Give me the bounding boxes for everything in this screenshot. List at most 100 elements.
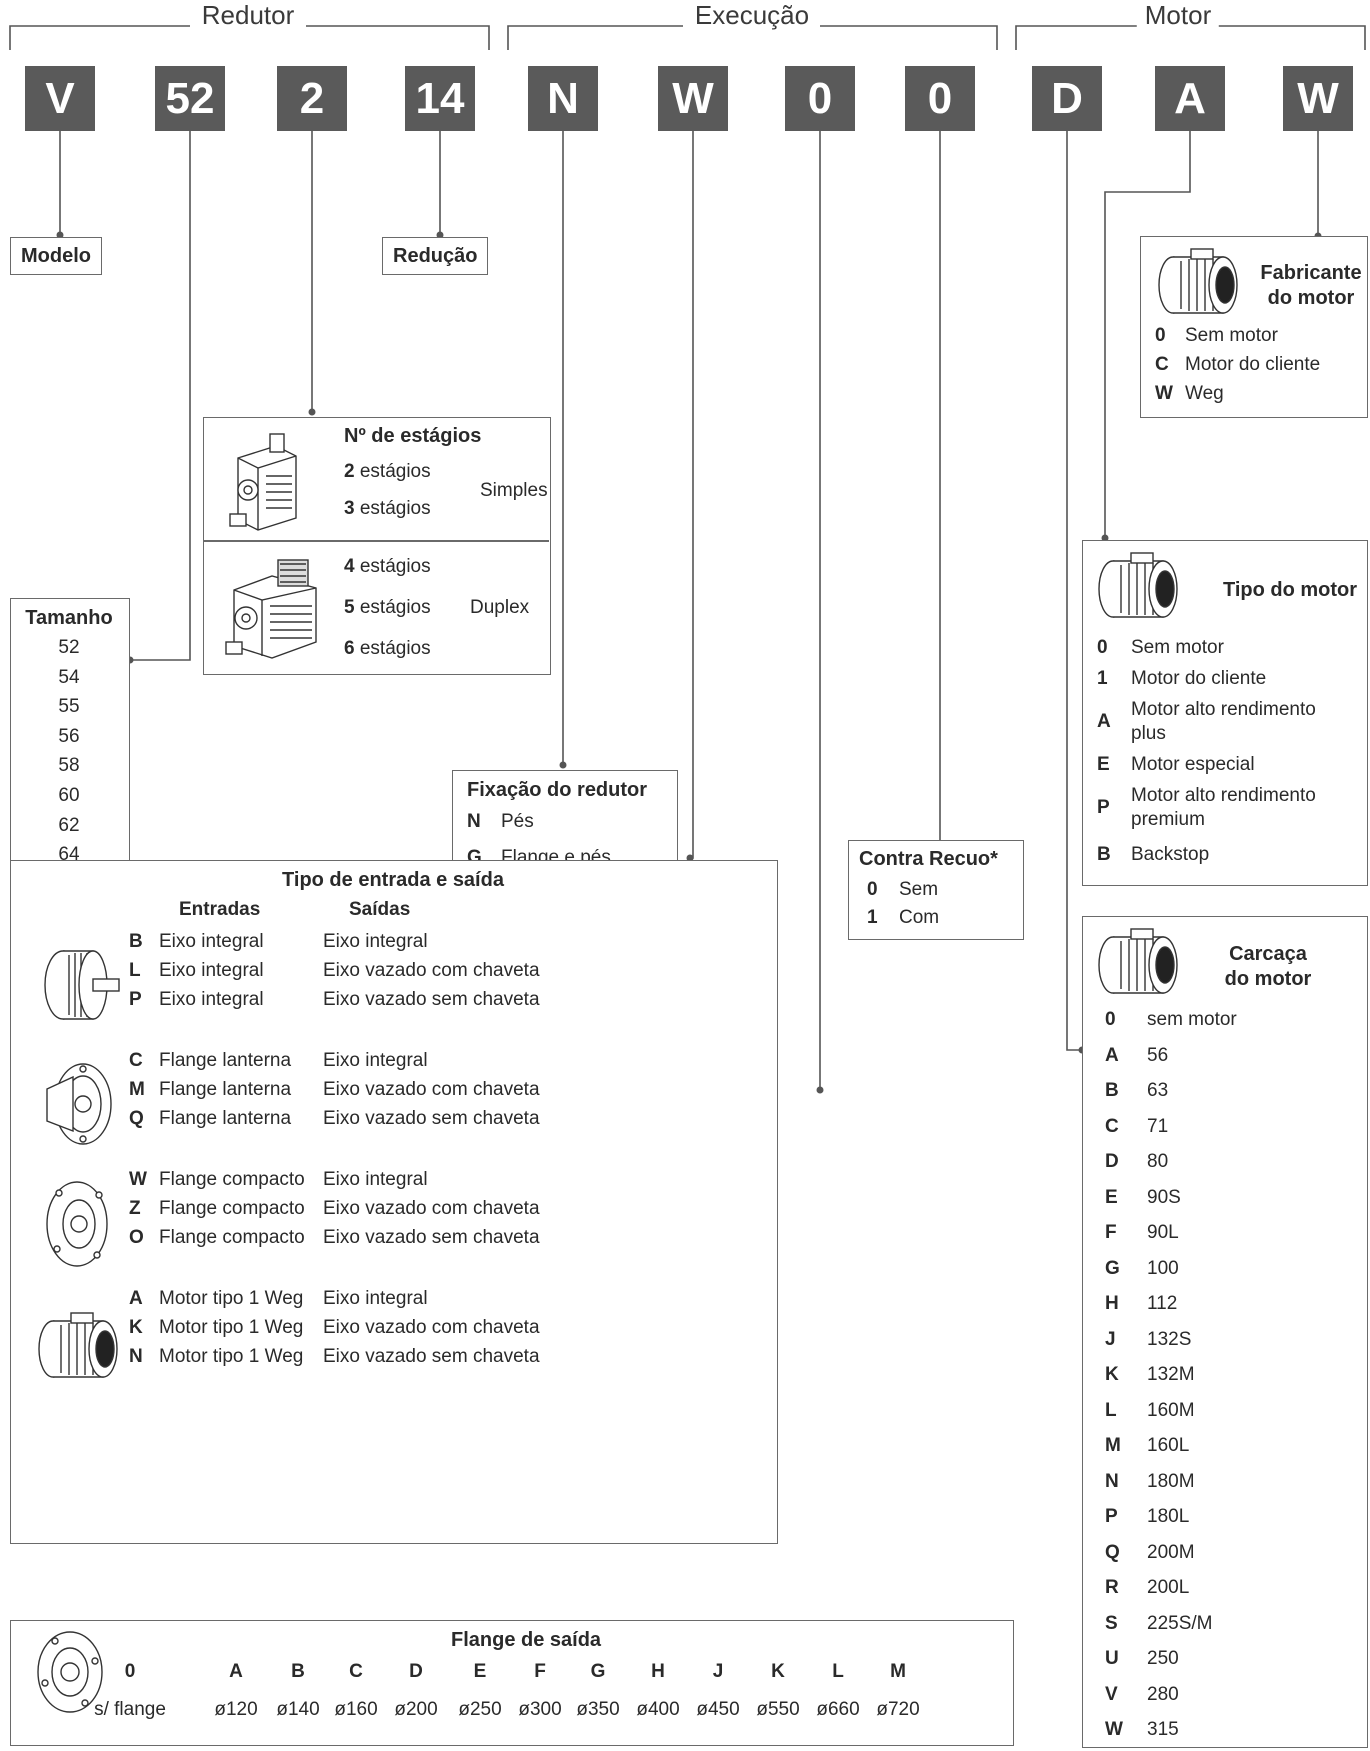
contra-recuo-text: Sem — [899, 879, 939, 900]
flange-saida-value: ø400 — [636, 1699, 680, 1720]
motor-icon — [1091, 925, 1187, 1003]
carcaca-text: sem motor — [1147, 1009, 1237, 1030]
code-tile-fixacao: N — [528, 66, 598, 131]
flange-lanterna-icon — [33, 1059, 123, 1149]
carcaca-code: A — [1105, 1044, 1119, 1066]
code-tile-fabricante: W — [1283, 66, 1353, 131]
entrada-text: Flange compacto — [159, 1198, 305, 1219]
entrada-saida-code: Q — [129, 1108, 144, 1129]
flange-saida-code: E — [473, 1661, 487, 1682]
tamanho-item: 58 — [58, 755, 80, 777]
carcaca-code: C — [1105, 1115, 1119, 1137]
estagios-code: 4 — [344, 556, 355, 577]
entrada-text: Flange compacto — [159, 1227, 305, 1248]
carcaca-code: J — [1105, 1328, 1116, 1350]
fixacao-code: N — [467, 811, 481, 832]
entrada-text: Eixo integral — [159, 931, 264, 952]
carcaca-text: 250 — [1147, 1648, 1179, 1669]
estagios-code: 2 — [344, 461, 355, 482]
entrada-saida-code: M — [129, 1079, 145, 1100]
motor-weg-icon — [31, 1309, 127, 1387]
tamanho-item: 54 — [58, 666, 80, 688]
entrada-text: Flange lanterna — [159, 1050, 292, 1071]
carcaca-code: R — [1105, 1577, 1119, 1598]
carcaca-code: F — [1105, 1222, 1117, 1243]
saida-text: Eixo integral — [323, 1169, 428, 1190]
carcaca-code: S — [1105, 1612, 1118, 1634]
estagios-word: estágios — [359, 638, 431, 659]
tipo-motor-title: Tipo do motor — [1223, 579, 1358, 601]
saida-text: Eixo integral — [323, 1288, 428, 1309]
carcaca-code: D — [1105, 1151, 1119, 1172]
flange-saida-code: K — [771, 1661, 785, 1682]
carcaca-code: P — [1105, 1506, 1118, 1527]
flange-saida-code: A — [229, 1661, 243, 1682]
fabricante-code: 0 — [1155, 325, 1166, 346]
entrada-saida-code: L — [129, 960, 141, 981]
entrada-saida-code: C — [129, 1050, 143, 1071]
tipo-motor-text2: premium — [1131, 809, 1205, 830]
entrada-text: Motor tipo 1 Weg — [159, 1346, 304, 1367]
carcaca-code: B — [1105, 1080, 1119, 1101]
tipo-motor-code: P — [1097, 797, 1110, 818]
entrada-text: Flange lanterna — [159, 1108, 292, 1129]
gearbox-duplex-icon — [222, 554, 322, 664]
contra-recuo-code: 1 — [867, 907, 878, 928]
flange-saida-value: ø160 — [334, 1699, 378, 1720]
fabricante-title-line2: do motor — [1267, 287, 1355, 309]
carcaca-text: 200M — [1147, 1541, 1195, 1563]
tamanho-item: 64 — [58, 844, 80, 866]
tamanho-title: Tamanho — [25, 607, 113, 629]
code-tile-modelo: V — [25, 66, 95, 131]
tipo-motor-code: B — [1097, 844, 1111, 865]
entrada-text: Flange compacto — [159, 1169, 305, 1190]
tamanho-item: 56 — [58, 725, 80, 747]
estagios-code: 6 — [344, 638, 355, 659]
carcaca-text: 80 — [1147, 1151, 1169, 1172]
flange-saida-code: B — [291, 1661, 305, 1682]
flange-saida-value: ø200 — [394, 1699, 438, 1720]
carcaca-text: 132S — [1147, 1328, 1192, 1350]
carcaca-code: W — [1105, 1719, 1123, 1740]
entrada-text: Motor tipo 1 Weg — [159, 1317, 304, 1338]
entrada-text: Motor tipo 1 Weg — [159, 1288, 304, 1309]
saida-text: Eixo vazado sem chaveta — [323, 1108, 540, 1129]
flange-saida-code: J — [712, 1661, 724, 1682]
saida-text: Eixo vazado com chaveta — [323, 960, 540, 981]
contra-recuo-text: Com — [899, 907, 940, 928]
code-tile-contra-recuo: 0 — [905, 66, 975, 131]
estagios-row: 4 estágios — [344, 556, 431, 578]
flange-saida-code: D — [409, 1661, 423, 1682]
carcaca-text: 280 — [1147, 1683, 1179, 1705]
flange-saida-value: s/ flange — [94, 1699, 166, 1720]
carcaca-code: K — [1105, 1364, 1119, 1385]
tamanho-item: 62 — [58, 814, 80, 836]
carcaca-title-line2: do motor — [1224, 968, 1312, 990]
carcaca-title: Carcaça do motor — [1193, 942, 1343, 992]
tamanho-item: 55 — [58, 696, 80, 718]
tipo-motor-text: Motor do cliente — [1131, 668, 1267, 689]
tipo-motor-code: A — [1097, 711, 1111, 732]
flange-saida-value: ø350 — [576, 1699, 620, 1720]
saida-text: Eixo integral — [323, 1050, 428, 1071]
flange-saida-code: L — [832, 1661, 844, 1682]
contra-recuo-title: Contra Recuo* — [859, 848, 998, 870]
motor-icon — [1151, 245, 1247, 323]
estagios-title: Nº de estágios — [344, 425, 482, 447]
reducao-label: Redução — [382, 237, 489, 275]
carcaca-text: 315 — [1147, 1719, 1179, 1740]
motor-icon — [1091, 549, 1187, 627]
carcaca-code: Q — [1105, 1541, 1120, 1563]
carcaca-code: V — [1105, 1683, 1118, 1705]
carcaca-title-line1: Carcaça — [1229, 943, 1307, 965]
saida-text: Eixo vazado sem chaveta — [323, 989, 540, 1010]
carcaca-code: H — [1105, 1293, 1119, 1314]
tamanho-item: 52 — [58, 637, 80, 658]
shaft-input-icon — [33, 939, 123, 1039]
carcaca-text: 160M — [1147, 1399, 1195, 1421]
